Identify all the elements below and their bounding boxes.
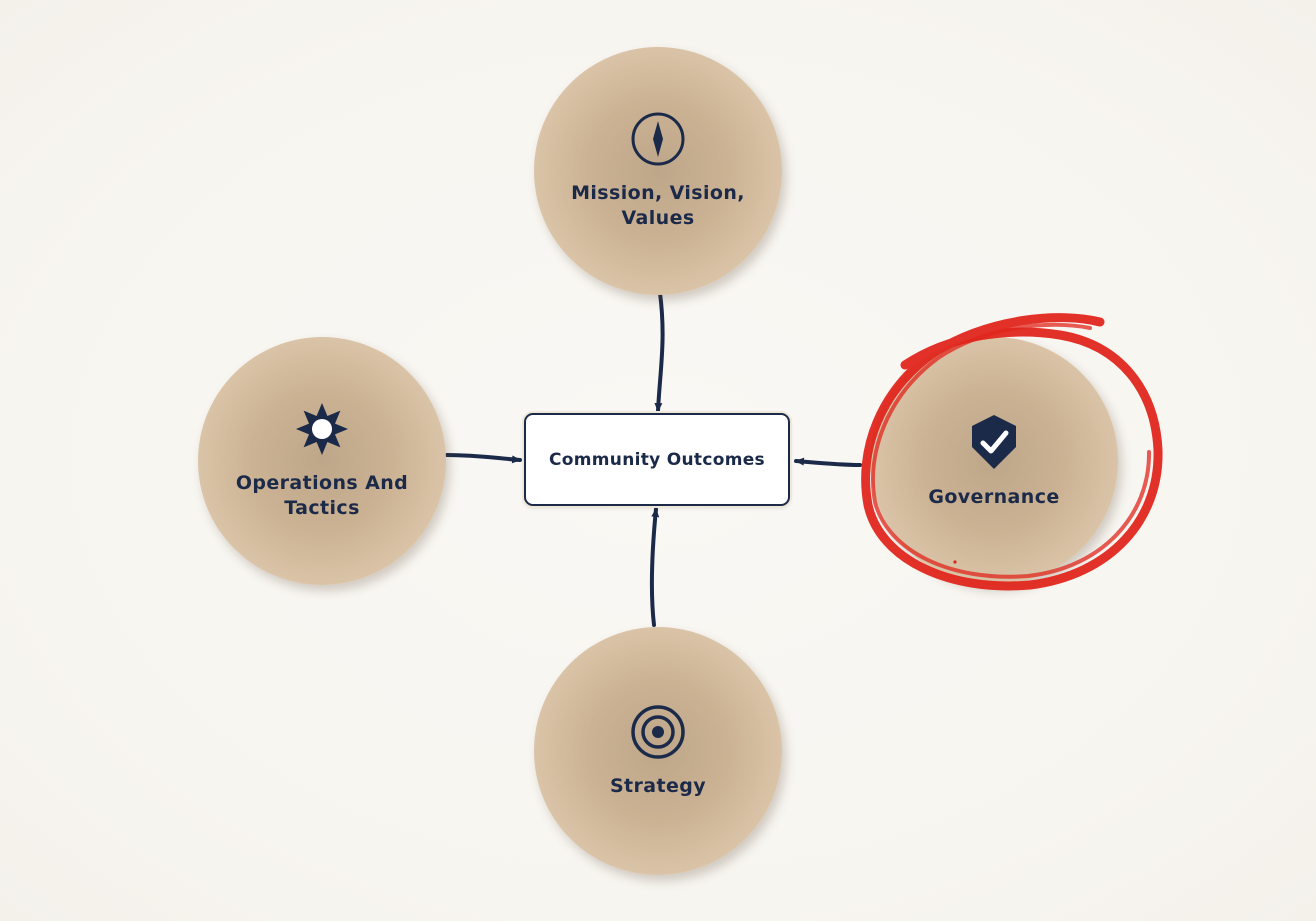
node-governance[interactable]: Governance bbox=[870, 337, 1118, 585]
center-outcomes-label: Community Outcomes bbox=[549, 449, 765, 470]
connector-strategy-to-center bbox=[649, 507, 660, 627]
node-operations[interactable]: Operations And Tactics bbox=[198, 337, 446, 585]
target-icon bbox=[631, 704, 685, 759]
node-mission[interactable]: Mission, Vision, Values bbox=[534, 47, 782, 295]
connector-mission-to-center bbox=[654, 291, 665, 413]
shield-check-icon bbox=[972, 414, 1016, 469]
gear-sun-icon bbox=[296, 403, 348, 455]
center-outcomes-box[interactable]: Community Outcomes bbox=[524, 413, 790, 506]
connector-governance-to-center bbox=[794, 457, 862, 467]
node-mission-label: Mission, Vision, Values bbox=[571, 182, 745, 229]
node-operations-label: Operations And Tactics bbox=[235, 472, 409, 519]
compass-icon bbox=[631, 112, 685, 166]
node-strategy[interactable]: Strategy bbox=[534, 627, 782, 875]
connector-operations-to-center bbox=[445, 453, 522, 464]
node-strategy-label: Strategy bbox=[609, 774, 707, 797]
node-governance-label: Governance bbox=[928, 485, 1060, 508]
